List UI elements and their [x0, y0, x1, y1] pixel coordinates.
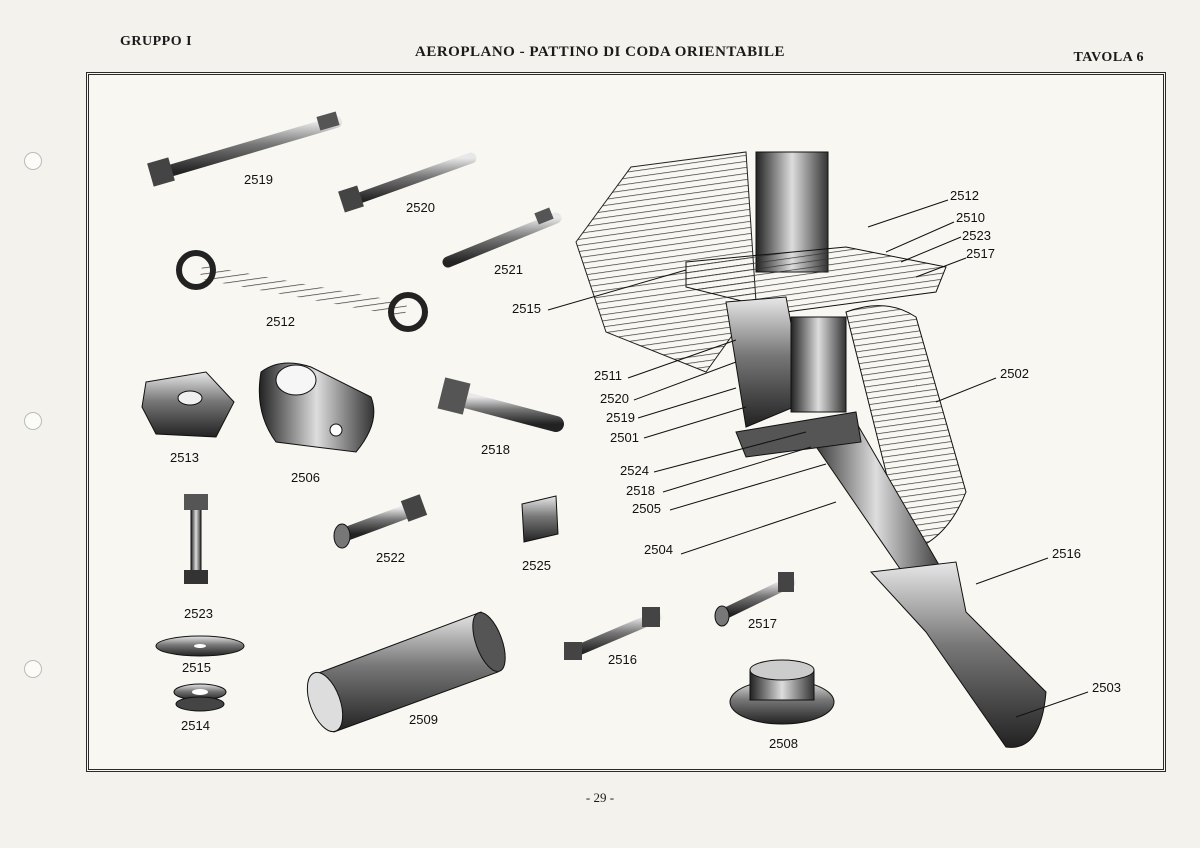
- callout-label: 2517: [966, 246, 995, 261]
- leader-lines: [547, 199, 1089, 718]
- part-bolt-2519: [147, 111, 342, 187]
- part-cam-2513: [141, 371, 235, 438]
- part-bolt-2520: [338, 152, 477, 213]
- part-label: 2525: [522, 558, 551, 573]
- part-eyebolt-2512: [176, 250, 428, 332]
- callout-label: 2512: [950, 188, 979, 203]
- callout-label: 2523: [962, 228, 991, 243]
- callout-label: 2503: [1092, 680, 1121, 695]
- callout-label: 2510: [956, 210, 985, 225]
- plate-title: AEROPLANO - PATTINO DI CODA ORIENTABILE: [415, 44, 785, 60]
- part-washer-2514: [173, 683, 227, 712]
- part-bolt-2522: [333, 494, 428, 549]
- binder-hole: [24, 660, 42, 678]
- part-label: 2521: [494, 262, 523, 277]
- page-number: - 29 -: [585, 790, 615, 805]
- callout-label: 2516: [1052, 546, 1081, 561]
- part-label: 2513: [170, 450, 199, 465]
- part-label: 2523: [184, 606, 213, 621]
- part-bolt-2523: [184, 494, 208, 584]
- part-label: 2508: [769, 736, 798, 751]
- part-bolt-2516: [564, 607, 662, 660]
- part-washer-2515: [155, 635, 245, 657]
- part-bracket-2506: [258, 362, 375, 453]
- part-label: 2506: [291, 470, 320, 485]
- callout-label: 2511: [594, 368, 622, 383]
- part-label: 2515: [182, 660, 211, 675]
- part-label: 2519: [244, 172, 273, 187]
- part-pin-2521: [442, 207, 562, 268]
- part-labels: 2519 2520 2521 2512 2513 2506 2518 2523 …: [170, 172, 798, 751]
- part-block-2525: [521, 495, 559, 543]
- part-label: 2517: [748, 616, 777, 631]
- binder-hole: [24, 412, 42, 430]
- part-label: 2520: [406, 200, 435, 215]
- callout-label: 2515: [512, 301, 541, 316]
- part-label: 2512: [266, 314, 295, 329]
- callout-label: 2518: [626, 483, 655, 498]
- part-label: 2509: [409, 712, 438, 727]
- part-label: 2518: [481, 442, 510, 457]
- callout-label: 2504: [644, 542, 673, 557]
- part-bolt-2518: [437, 377, 564, 432]
- group-label: GRUPPO I: [120, 34, 193, 49]
- part-bushing-2508: [729, 659, 835, 725]
- callout-label: 2505: [632, 501, 661, 516]
- part-label: 2522: [376, 550, 405, 565]
- callout-label: 2524: [620, 463, 649, 478]
- exploded-view-drawing: 2519 2520 2521 2512 2513 2506 2518 2523 …: [141, 111, 1121, 751]
- binder-hole: [24, 152, 42, 170]
- callout-labels: 2512 2510 2523 2517 2515 2511 2520 2519 …: [512, 188, 1121, 695]
- callout-label: 2501: [610, 430, 639, 445]
- callout-label: 2519: [606, 410, 635, 425]
- callout-label: 2502: [1000, 366, 1029, 381]
- plate-number: TAVOLA 6: [1073, 50, 1144, 65]
- callout-label: 2520: [600, 391, 629, 406]
- main-assembly: [575, 151, 1047, 748]
- part-label: 2514: [181, 718, 210, 733]
- part-bolt-2517: [714, 572, 796, 627]
- part-label: 2516: [608, 652, 637, 667]
- part-tube-2509: [306, 611, 506, 733]
